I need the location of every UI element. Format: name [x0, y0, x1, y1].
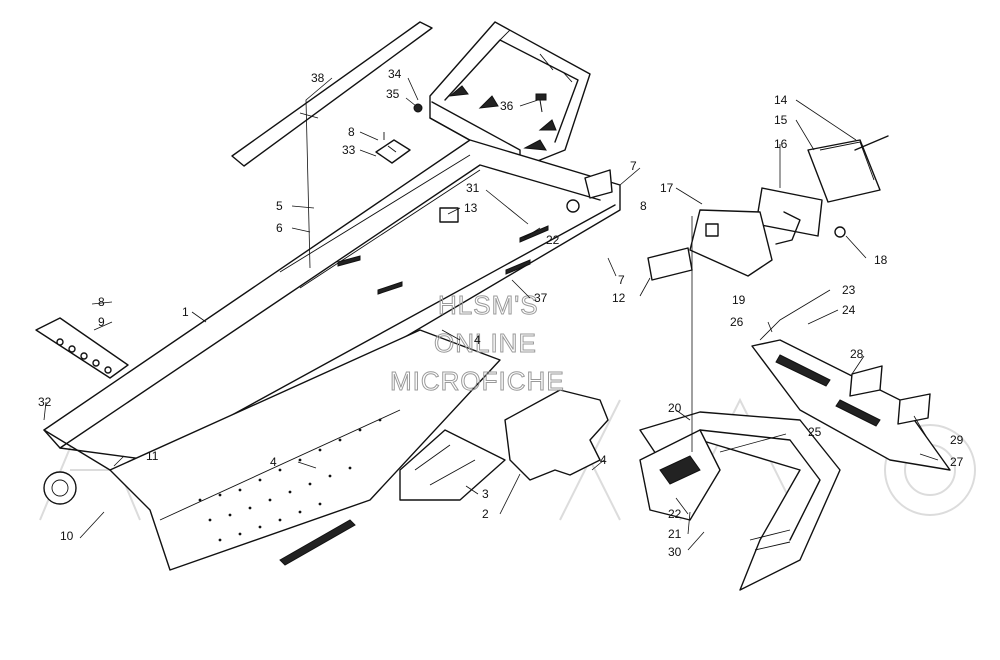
callout-29: 29: [950, 433, 964, 447]
callout-14: 14: [774, 93, 788, 107]
callout-31: 31: [466, 181, 480, 195]
callout-23: 23: [842, 283, 856, 297]
callout-5: 5: [276, 199, 283, 213]
part-29-decal: [897, 393, 931, 425]
callout-2: 2: [482, 507, 489, 521]
callout-36: 36: [500, 99, 514, 113]
callout-19: 19: [732, 293, 746, 307]
part-3-plate: [399, 429, 506, 501]
part-18-nut: [834, 226, 846, 238]
part-9-guard: [35, 317, 129, 379]
watermark-line-1: HLSM'S: [438, 290, 539, 320]
part-36-bolt: [535, 93, 547, 113]
watermark-line-3: MICROFICHE: [390, 366, 565, 396]
callout-38: 38: [311, 71, 325, 85]
part-27-snow-flap: [751, 339, 951, 471]
callout-18: 18: [874, 253, 888, 267]
callout-13: 13: [464, 201, 478, 215]
part-20-end-cap: [639, 429, 721, 521]
part-14-screw: [854, 135, 889, 151]
callout-27: 27: [950, 455, 964, 469]
part-38-trim-strip: [231, 21, 433, 167]
part-33-bracket: [375, 132, 411, 164]
callout-25: 25: [808, 425, 822, 439]
callout-12: 12: [612, 291, 626, 305]
callout-11: 11: [146, 449, 159, 463]
part-1-tunnel: [43, 139, 621, 505]
callout-34: 34: [388, 67, 402, 81]
callout-22-bottom: 22: [668, 507, 682, 521]
callout-8-left: 8: [98, 295, 105, 309]
callout-16: 16: [774, 137, 788, 151]
callout-26: 26: [730, 315, 744, 329]
part-17-light-base: [689, 209, 773, 277]
callout-4-mid: 4: [474, 333, 481, 347]
callout-1: 1: [182, 305, 189, 319]
leader-lines: [43, 77, 939, 551]
callout-10: 10: [60, 529, 74, 543]
callout-37: 37: [534, 291, 548, 305]
callout-17: 17: [660, 181, 674, 195]
callout-35: 35: [386, 87, 400, 101]
part-2-flap: [504, 389, 609, 481]
callout-8-right: 8: [640, 199, 647, 213]
callout-33: 33: [342, 143, 356, 157]
watermark-line-2: ONLINE: [434, 328, 537, 358]
callout-labels: 38 34 35 36 8 33 7 8 31 13 22 5 6 7 12 3…: [38, 67, 964, 559]
part-28-decal: [849, 365, 883, 397]
callout-24: 24: [842, 303, 856, 317]
part-34-rear-rack: [429, 21, 591, 169]
callout-22-top: 22: [546, 233, 560, 247]
callout-32: 32: [38, 395, 52, 409]
part-4-bottom-panel: [109, 329, 501, 571]
callout-4-right: 4: [600, 453, 607, 467]
callout-8-top: 8: [348, 125, 355, 139]
callout-28: 28: [850, 347, 864, 361]
part-12-decal: [647, 247, 693, 281]
callout-6: 6: [276, 221, 283, 235]
callout-20: 20: [668, 401, 682, 415]
callout-4-bottom: 4: [270, 455, 277, 469]
callout-21: 21: [668, 527, 682, 541]
callout-15: 15: [774, 113, 788, 127]
hlsm-watermark: HLSM'S ONLINE MICROFICHE: [390, 290, 565, 397]
callout-3: 3: [482, 487, 489, 501]
callout-7-top: 7: [630, 159, 637, 173]
callout-30: 30: [668, 545, 682, 559]
callout-9: 9: [98, 315, 105, 329]
callout-7-mid: 7: [618, 273, 625, 287]
part-15-light-housing: [807, 139, 881, 203]
